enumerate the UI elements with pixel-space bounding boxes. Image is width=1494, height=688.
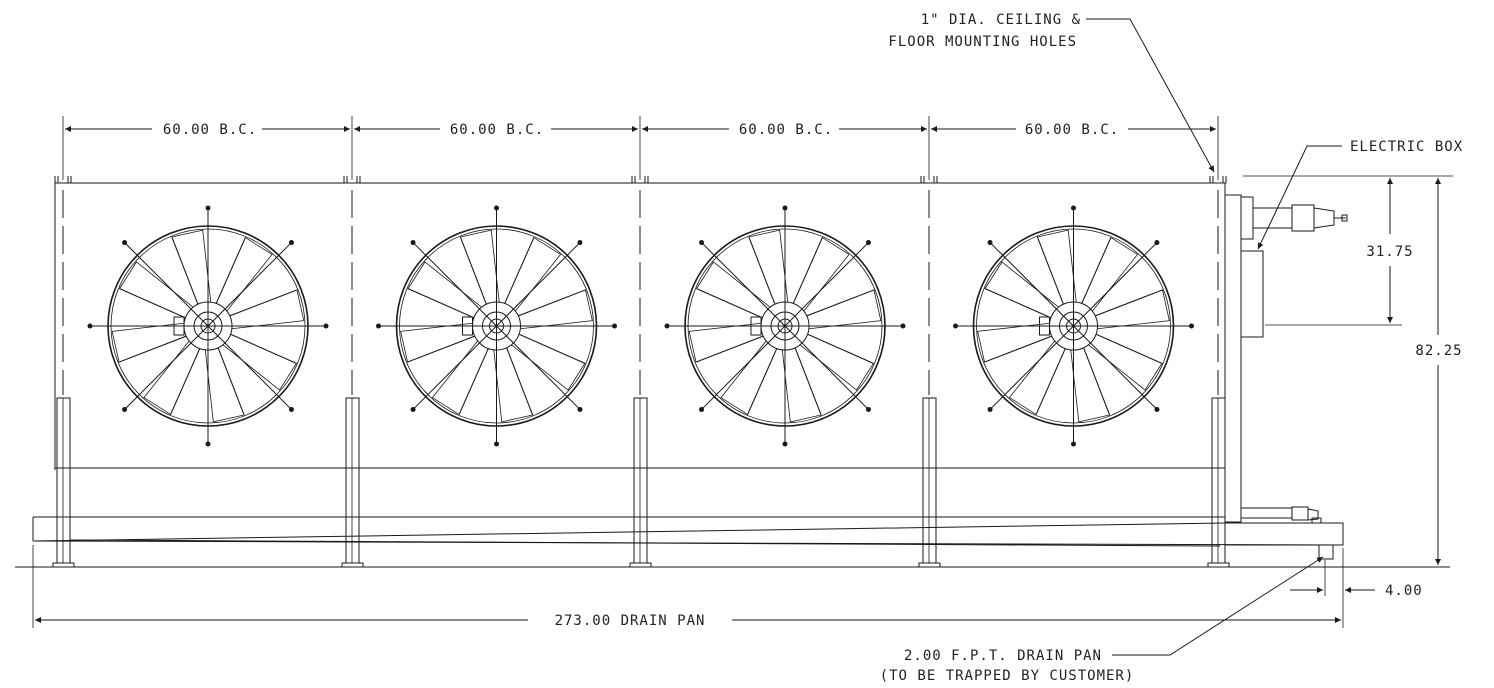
fan-3 bbox=[664, 205, 906, 447]
mounting-holes-note-line2: FLOOR MOUNTING HOLES bbox=[888, 34, 1077, 50]
dimension-82-25: 82.25 bbox=[1415, 343, 1462, 359]
drain-pan-dimension: 273.00 DRAIN PAN bbox=[32, 545, 1341, 629]
bc-label-3: 60.00 B.C. bbox=[739, 122, 833, 138]
vertical-dimensions: 31.75 82.25 bbox=[1243, 175, 1462, 565]
bc-label-2: 60.00 B.C. bbox=[450, 122, 544, 138]
bc-label-4: 60.00 B.C. bbox=[1025, 122, 1119, 138]
unit-body bbox=[15, 176, 1450, 568]
drain-note-leader bbox=[1112, 556, 1324, 656]
drain-pan-length-label: 273.00 DRAIN PAN bbox=[555, 613, 706, 629]
mounting-holes-leader bbox=[1086, 18, 1215, 173]
bc-dimension-chain: 60.00 B.C. 60.00 B.C. 60.00 B.C. 60.00 B… bbox=[62, 116, 1219, 180]
fan-2 bbox=[376, 205, 617, 447]
mounting-holes-note-line1: 1" DIA. CEILING & bbox=[921, 12, 1081, 28]
drain-note-line2: (TO BE TRAPPED BY CUSTOMER) bbox=[880, 668, 1135, 684]
fan-group bbox=[87, 205, 1194, 447]
dimension-4-00: 4.00 bbox=[1385, 583, 1423, 599]
fan-4 bbox=[953, 205, 1194, 447]
refrigerant-piping bbox=[1240, 196, 1348, 524]
electric-box-leader bbox=[1257, 145, 1342, 250]
dimension-31-75: 31.75 bbox=[1366, 244, 1413, 260]
electric-box bbox=[1240, 250, 1264, 338]
bc-label-1: 60.00 B.C. bbox=[163, 122, 257, 138]
dimension-4-00-group: 4.00 bbox=[1290, 548, 1423, 628]
fan-1 bbox=[87, 205, 329, 447]
drain-note-line1: 2.00 F.P.T. DRAIN PAN bbox=[904, 648, 1102, 664]
electric-box-label: ELECTRIC BOX bbox=[1350, 139, 1463, 155]
